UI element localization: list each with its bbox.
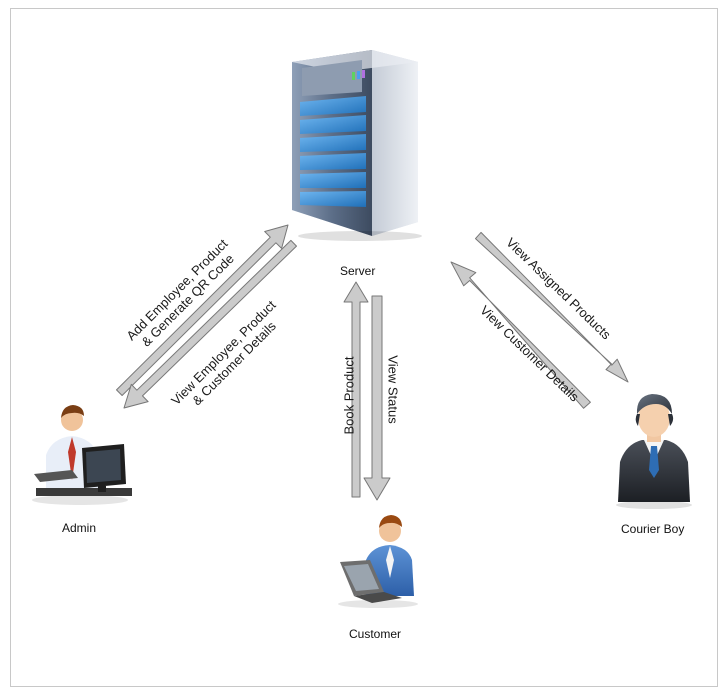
server-tower-icon (292, 50, 422, 241)
flow-arrows (116, 224, 629, 501)
arrow-server-to-courier (475, 231, 629, 383)
customer-with-laptop-icon (338, 515, 418, 608)
server-label: Server (340, 264, 376, 278)
flow-label-server-to-customer: View Status (385, 355, 401, 424)
arrow-server-to-customer (363, 295, 391, 501)
customer-label: Customer (349, 627, 402, 641)
admin-label: Admin (62, 521, 97, 535)
arrow-courier-to-server (450, 261, 591, 409)
arrow-server-to-admin (123, 239, 297, 409)
arrow-customer-to-server (343, 281, 369, 498)
admin-at-computer-icon (32, 405, 132, 505)
courier-boy-label: Courier Boy (621, 522, 685, 536)
flow-label-customer-to-server: Book Product (341, 356, 357, 435)
arrow-admin-to-server (116, 224, 289, 396)
server-drive-bays (300, 96, 366, 207)
courier-person-icon (616, 394, 692, 509)
